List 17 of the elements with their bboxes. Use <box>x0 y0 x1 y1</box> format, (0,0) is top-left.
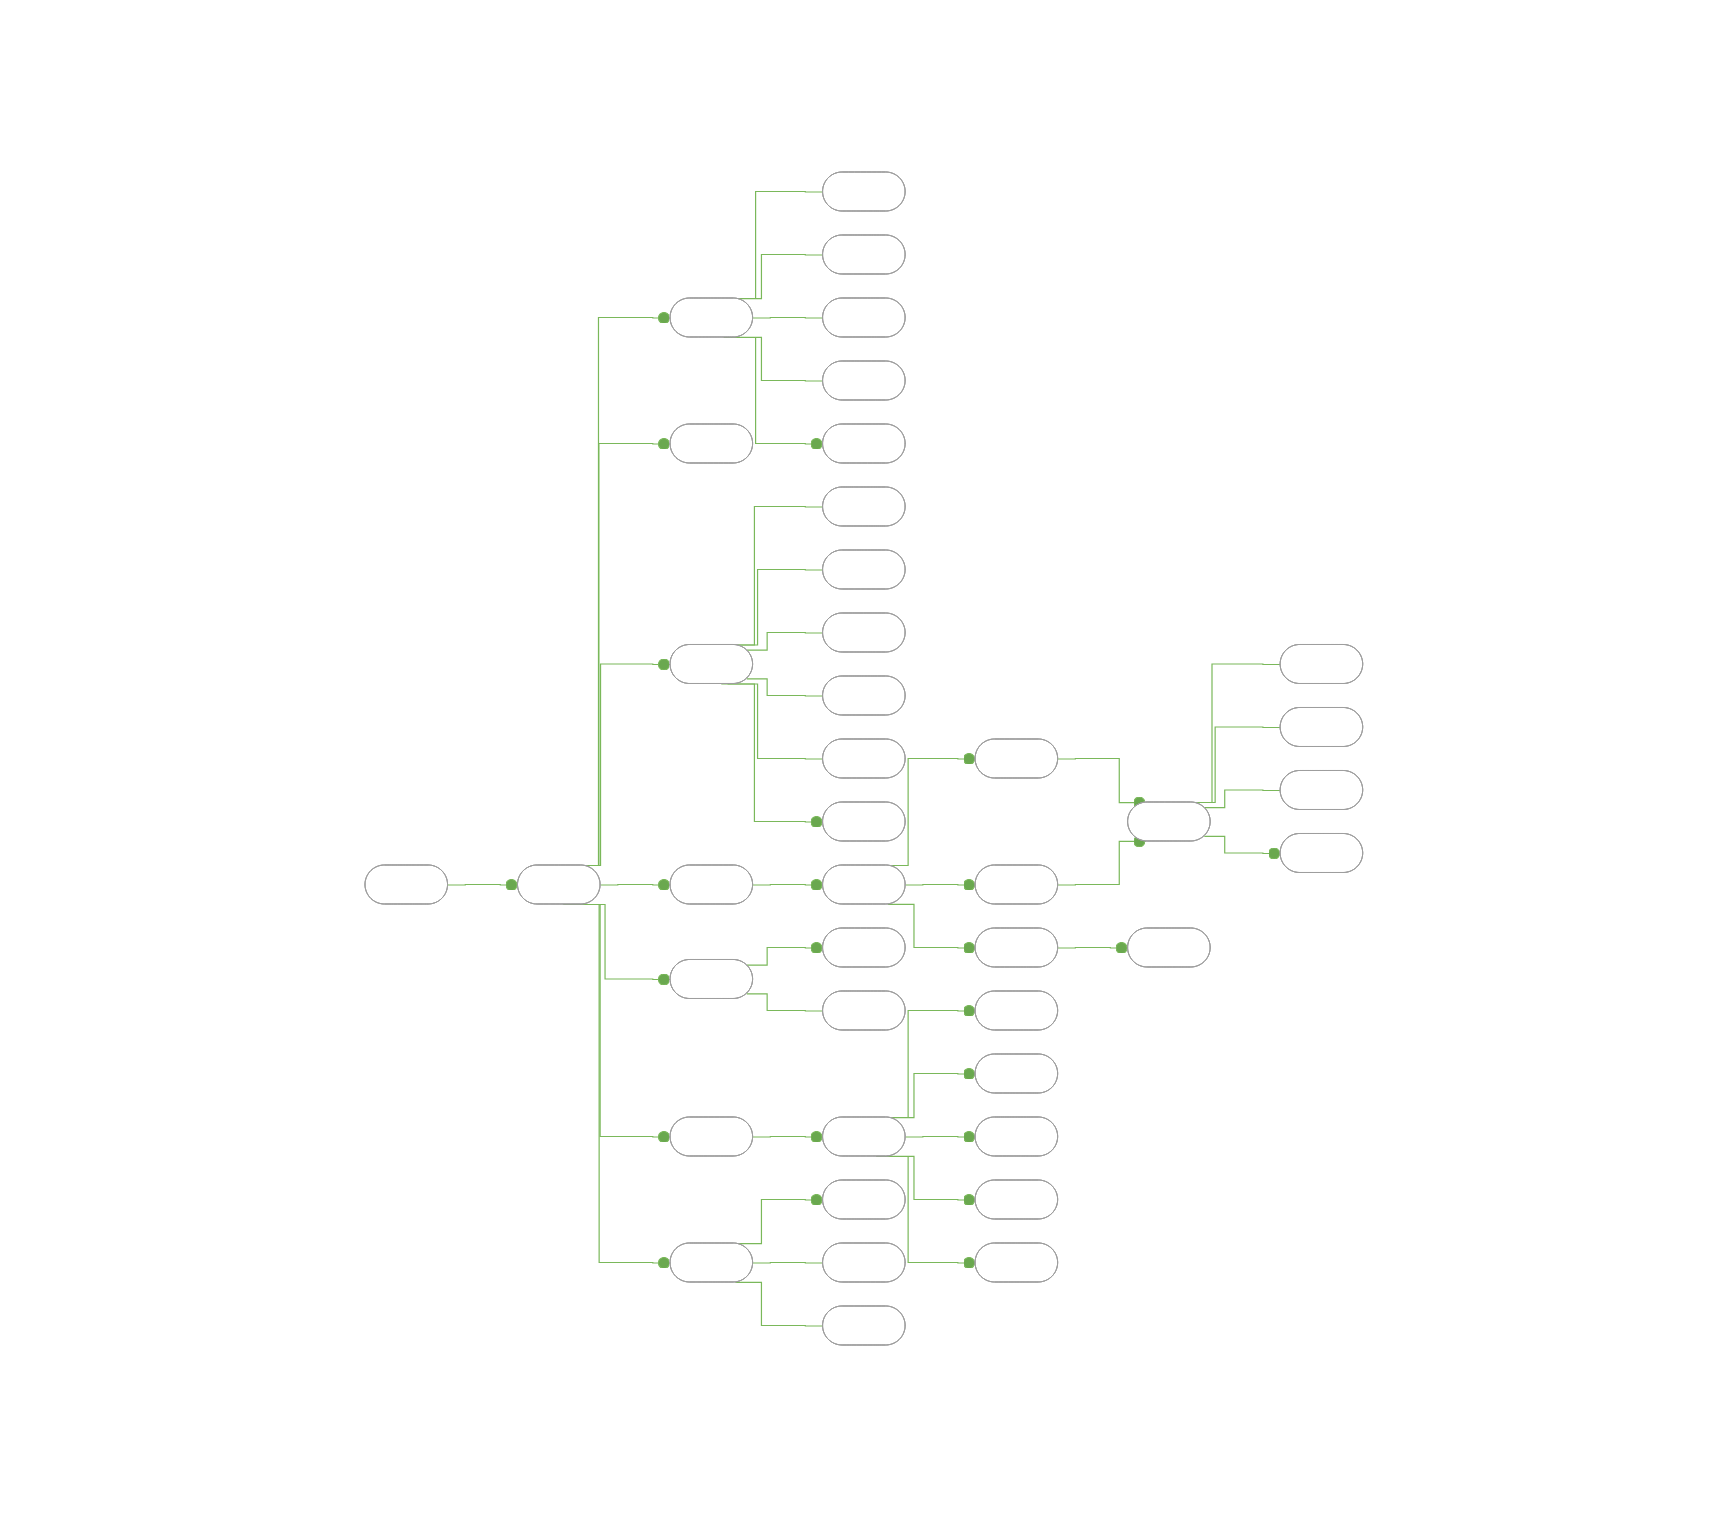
connector <box>720 682 824 828</box>
connector <box>752 878 824 891</box>
connector <box>600 878 672 891</box>
connector <box>752 316 824 319</box>
connector <box>887 903 977 954</box>
connector <box>746 631 824 651</box>
connector <box>746 941 824 966</box>
connector <box>1203 835 1282 860</box>
connector <box>905 1130 977 1143</box>
connector <box>746 677 824 697</box>
connector <box>752 1261 824 1264</box>
connector <box>1057 941 1129 954</box>
connector <box>746 992 824 1012</box>
connector <box>752 1130 824 1143</box>
connector <box>734 1281 824 1327</box>
connector <box>447 878 519 891</box>
connector <box>905 878 977 891</box>
